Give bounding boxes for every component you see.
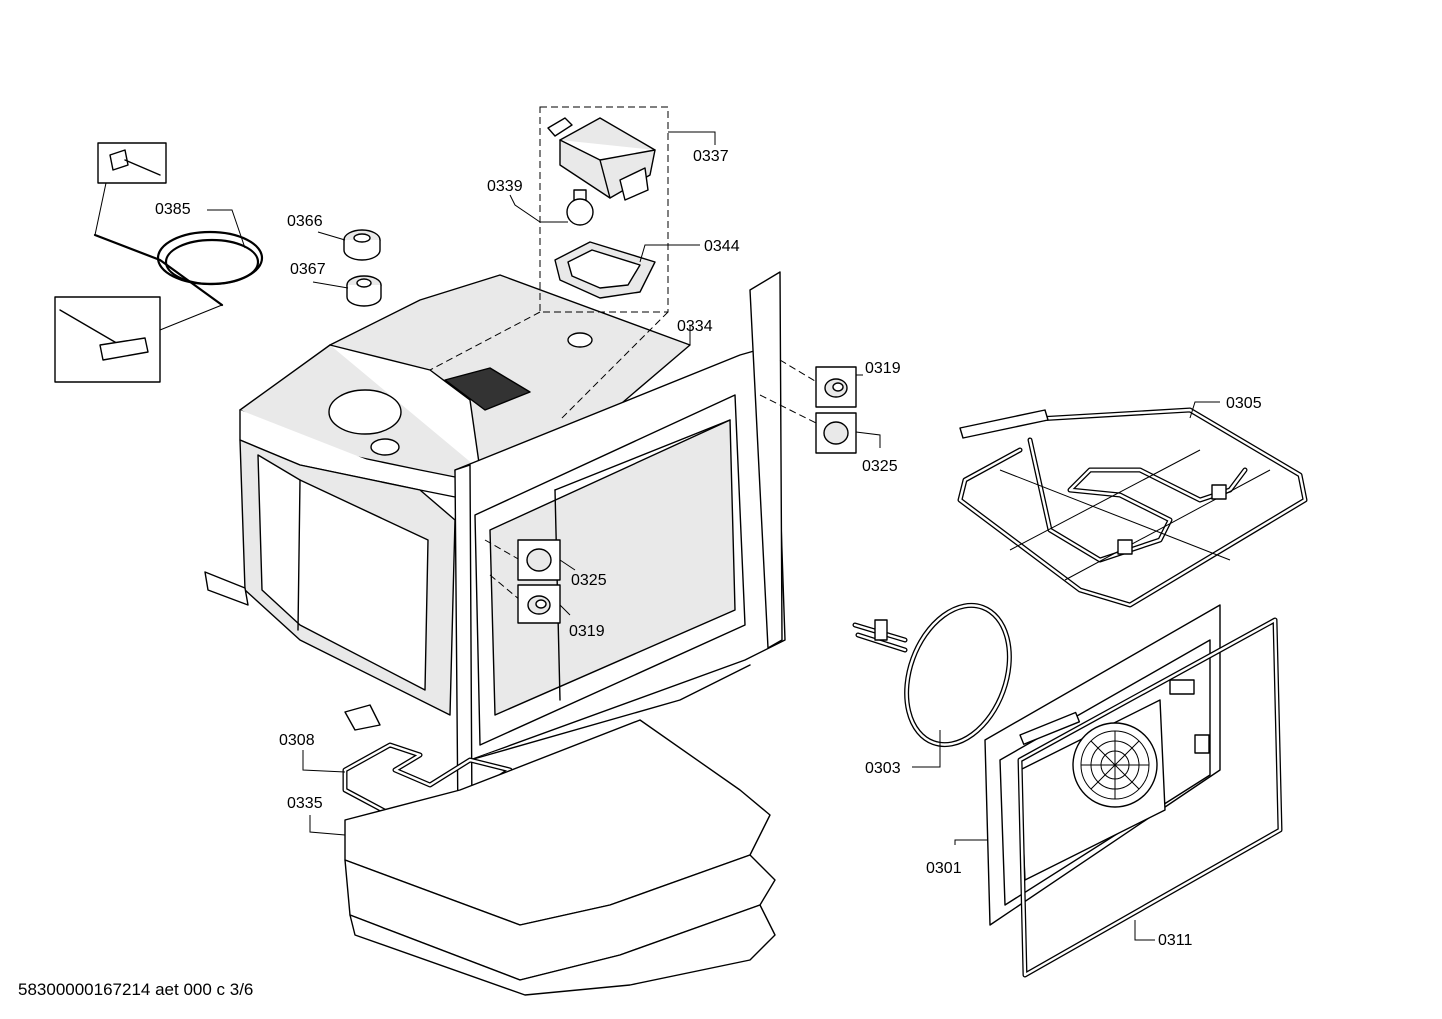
part-0319-right [815, 366, 857, 408]
label-0303: 0303 [865, 760, 901, 777]
document-code: 58300000167214 aet 000 c 3/6 [18, 980, 254, 999]
part-labels: 0385 0366 0367 0339 0337 0344 0334 0319 … [155, 148, 1262, 949]
label-0366: 0366 [287, 213, 323, 230]
label-0325-right: 0325 [862, 458, 898, 475]
label-0337: 0337 [693, 148, 729, 165]
label-0319-right: 0319 [865, 360, 901, 377]
grill-heater-0305 [957, 407, 1308, 608]
leader-lines [207, 131, 1220, 941]
label-0319-left: 0319 [569, 623, 605, 640]
ring-heater-0303 [852, 602, 1012, 748]
label-0325-left: 0325 [571, 572, 607, 589]
oven-cavity-0334 [204, 271, 786, 826]
label-0334: 0334 [677, 318, 713, 335]
lamp-assembly-frame [539, 106, 669, 313]
lamp-cover-0344 [554, 241, 656, 299]
label-0367: 0367 [290, 261, 326, 278]
knob-0367 [346, 275, 382, 307]
part-0325-left [517, 539, 561, 581]
label-0339: 0339 [487, 178, 523, 195]
knob-0366 [343, 229, 381, 261]
part-0325-right [815, 412, 857, 454]
label-0311: 0311 [1158, 932, 1193, 949]
label-0344: 0344 [704, 238, 740, 255]
label-0335: 0335 [287, 795, 323, 812]
lamp-housing-0337 [547, 117, 656, 201]
label-0308: 0308 [279, 732, 315, 749]
label-0301: 0301 [926, 860, 962, 877]
bulb-0339 [566, 189, 594, 226]
sensor-cable-0385 [54, 142, 264, 383]
insulation-0335 [344, 719, 776, 996]
label-0385: 0385 [155, 201, 191, 218]
label-0305: 0305 [1226, 395, 1262, 412]
part-0319-left [517, 584, 561, 624]
door-seal-0311 [1017, 617, 1283, 978]
